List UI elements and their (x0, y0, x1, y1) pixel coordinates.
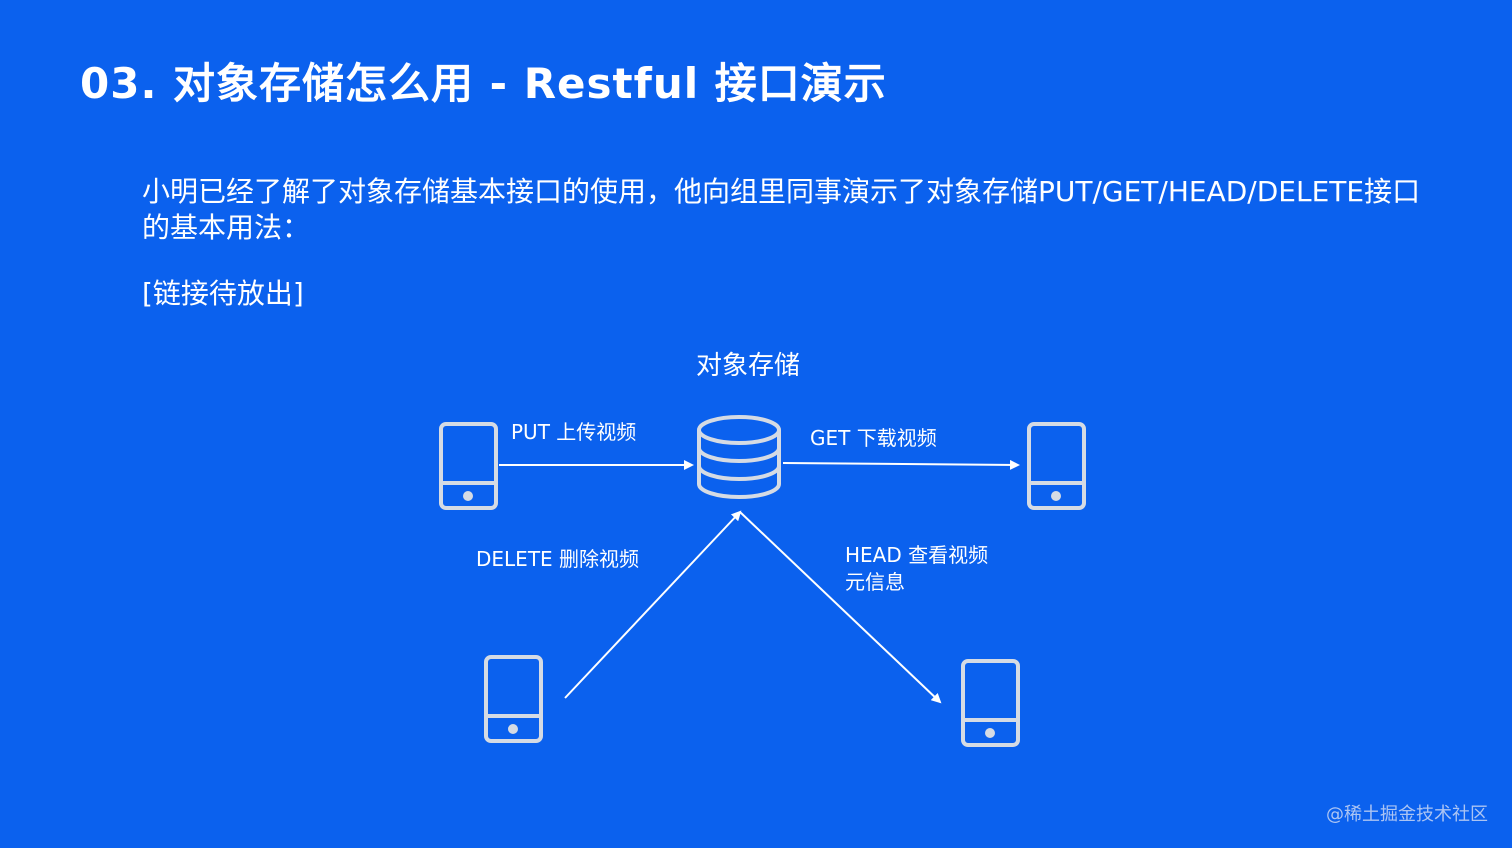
head-arrow (739, 511, 942, 704)
slide-title: 03. 对象存储怎么用 - Restful 接口演示 (80, 59, 887, 108)
phone-icon (1027, 422, 1086, 510)
head-label-line1: HEAD 查看视频 (845, 543, 988, 567)
get-label: GET 下载视频 (810, 426, 937, 450)
link-placeholder: [链接待放出] (142, 277, 304, 310)
put-label: PUT 上传视频 (511, 420, 636, 444)
phone-icon (961, 659, 1020, 747)
description-paragraph: 小明已经了解了对象存储基本接口的使用，他向组里同事演示了对象存储PUT/GET/… (142, 175, 1421, 244)
delete-label: DELETE 删除视频 (476, 547, 639, 571)
database-icon (697, 415, 781, 499)
get-arrow (782, 459, 1020, 470)
watermark: @稀土掘金技术社区 (1326, 804, 1488, 825)
diagram-title: 对象存储 (696, 351, 800, 381)
phone-icon (484, 655, 543, 743)
head-label-line2: 元信息 (845, 570, 905, 594)
phone-icon (439, 422, 498, 510)
delete-arrow (564, 510, 742, 699)
